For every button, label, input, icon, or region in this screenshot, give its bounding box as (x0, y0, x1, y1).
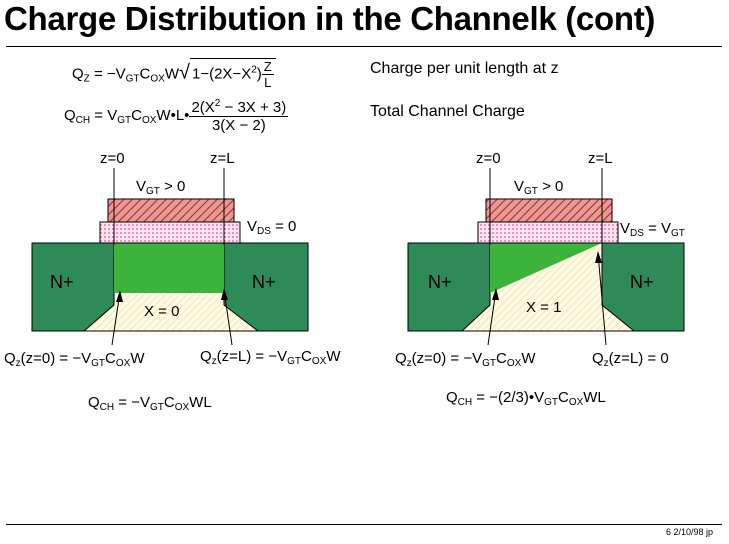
left-qz-drain: Qz(z=L) = −VGTCOXW (200, 348, 341, 367)
right-label-source-n: N+ (428, 272, 452, 292)
left-label-vgt: VGT > 0 (136, 178, 186, 197)
left-label-zl: z=L (210, 150, 235, 167)
right-device (407, 168, 685, 346)
right-label-vgt: VGT > 0 (514, 178, 564, 197)
footer-page-info: 6 2/10/98 jp (665, 527, 713, 537)
left-label-z0: z=0 (100, 150, 125, 167)
right-source-n-plus (407, 242, 491, 332)
equation-total-charge: QCH = VGTCOXW•L•2(X2 − 3X + 3)3(X − 2) (64, 98, 289, 134)
right-qz-source: Qz(z=0) = −VGTCOXW (395, 350, 536, 369)
right-label-vds: VDS = VGT (620, 220, 685, 239)
right-arrowhead-drain (595, 251, 602, 263)
left-label-source-n: N+ (50, 272, 74, 292)
caption-total-charge: Total Channel Charge (370, 103, 525, 120)
footer-rule (6, 524, 722, 525)
right-label-x: X = 1 (526, 299, 562, 316)
left-device (31, 168, 309, 346)
right-label-drain-n: N+ (630, 272, 654, 292)
left-arrowhead-source (116, 290, 123, 302)
right-arrowhead-source (492, 288, 499, 300)
right-qz-drain: Qz(z=L) = 0 (592, 350, 669, 369)
caption-charge-per-length: Charge per unit length at z (370, 60, 559, 77)
right-qch: QCH = −(2/3)•VGTCOXWL (446, 389, 606, 408)
left-label-vds: VDS = 0 (247, 218, 297, 237)
right-inversion-channel (490, 243, 602, 293)
left-label-x: X = 0 (144, 303, 180, 320)
left-gate (107, 198, 235, 223)
right-label-z0: z=0 (476, 150, 501, 167)
left-inversion-channel (114, 243, 224, 293)
left-label-drain-n: N+ (252, 272, 276, 292)
page-title: Charge Distribution in the Channelk (con… (4, 0, 656, 37)
right-gate (485, 198, 613, 223)
left-gate-oxide (99, 221, 241, 244)
left-qch: QCH = −VGTCOXWL (88, 394, 212, 413)
right-gate-oxide (477, 221, 619, 244)
title-rule (6, 46, 722, 47)
left-arrowhead-drain (221, 288, 228, 300)
right-label-zl: z=L (588, 150, 613, 167)
left-qz-source: Qz(z=0) = −VGTCOXW (4, 350, 145, 369)
right-arrow-drain (597, 252, 607, 346)
